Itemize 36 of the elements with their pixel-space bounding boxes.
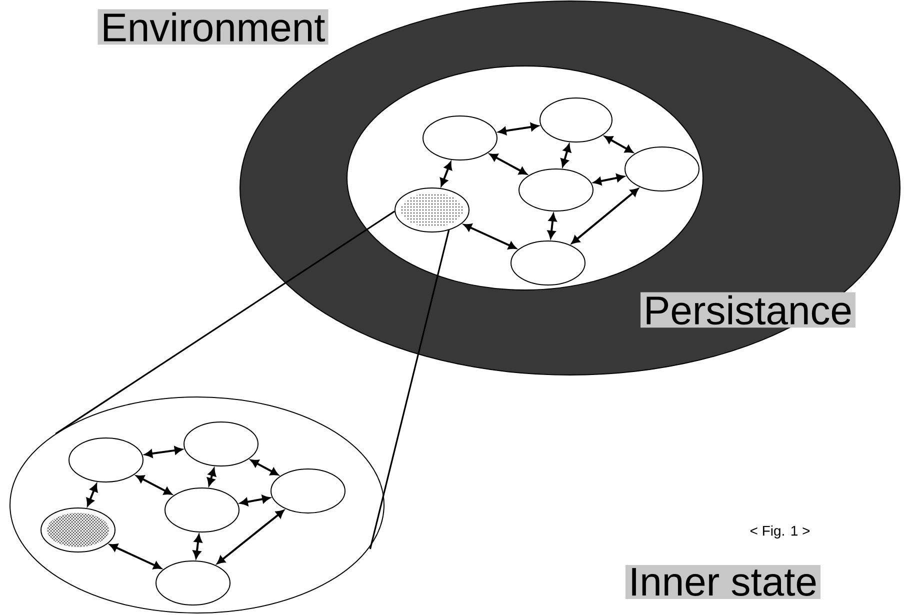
state-ellipse <box>184 421 258 466</box>
state-ellipse <box>624 146 700 192</box>
zoom-line <box>369 230 450 550</box>
figure-number: < Fig. 1 > <box>750 525 810 538</box>
state-ellipse <box>164 487 240 532</box>
arrow <box>604 136 634 153</box>
arrow <box>144 446 182 458</box>
arrow <box>464 224 516 250</box>
arrow <box>110 544 162 570</box>
arrow <box>250 460 278 476</box>
hatched-ellipse <box>394 187 470 232</box>
state-ellipse <box>540 98 612 142</box>
arrow <box>490 154 527 175</box>
state-ellipse <box>68 437 144 482</box>
arrow <box>136 475 172 495</box>
arrow <box>572 188 638 244</box>
state-ellipse <box>270 468 346 514</box>
text-label: Inner state <box>626 565 820 599</box>
arrow <box>440 162 452 186</box>
arrow <box>216 510 284 564</box>
state-ellipse <box>422 116 498 160</box>
zoom-line <box>55 210 396 434</box>
state-ellipse <box>518 168 594 212</box>
arrow <box>86 484 98 506</box>
hatched-ellipse <box>40 507 116 552</box>
arrow <box>594 174 624 186</box>
state-ellipse <box>510 240 586 286</box>
text-label: Environment <box>98 9 328 45</box>
text-label: Persistance <box>640 292 856 328</box>
arrow <box>192 534 202 558</box>
arrow <box>240 495 270 506</box>
arrow <box>207 468 216 486</box>
arrow <box>560 144 572 167</box>
state-ellipse <box>156 560 230 606</box>
arrow <box>498 122 538 135</box>
arrow <box>548 214 557 238</box>
